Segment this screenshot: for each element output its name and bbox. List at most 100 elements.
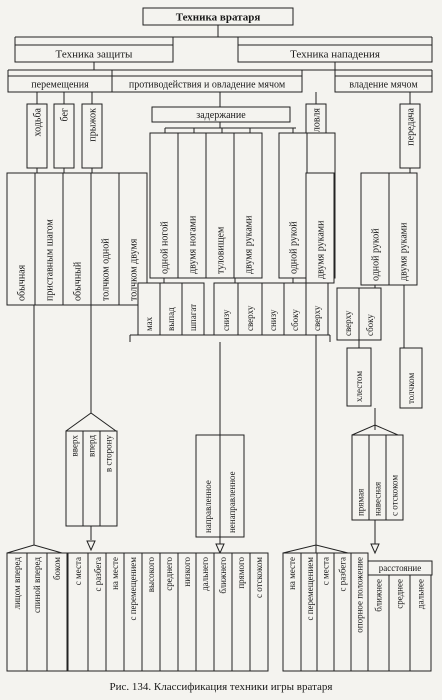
stop-method-label: двумя ногами (188, 215, 199, 274)
push-label: толчком (406, 373, 416, 404)
clench-box (346, 347, 372, 407)
catch-method-label: двумя руками (316, 220, 327, 279)
walk-dir-box (46, 552, 68, 672)
attack-label: Техника нападения (290, 48, 380, 60)
stop-condition-label: на месте (110, 557, 120, 590)
stop-condition-label: с отскоком (254, 557, 264, 598)
jump-type-box (90, 172, 120, 306)
pass-condition-label: с разбега (338, 557, 348, 591)
attack-box (237, 44, 433, 63)
distance-kind-label: дальнее (416, 579, 426, 609)
walk-box (26, 103, 48, 169)
stopping-box (151, 106, 291, 123)
distance-kind-box (409, 574, 432, 672)
jump-from-label: с места (73, 557, 83, 585)
pass-label: передача (406, 107, 417, 145)
stop-method-label: одной ногой (160, 221, 171, 274)
jump-type-label: толчком одной (101, 238, 112, 301)
one-hand-label: сверху (312, 305, 322, 331)
stop-condition-label: дальнего (200, 557, 210, 592)
arrow-head (215, 543, 225, 555)
catch-condition-label: на месте (287, 557, 297, 590)
connector-line (65, 412, 117, 432)
possession-label: владение мячом (349, 80, 418, 91)
connector-line (6, 544, 63, 554)
pass-box (399, 103, 421, 169)
title-box (142, 7, 294, 26)
counter-box (111, 75, 303, 93)
walk-type-box (6, 172, 36, 306)
distance-label: расстояние (379, 563, 421, 573)
walk-type-box (34, 172, 64, 306)
walk-dir-label: спиной вперед (32, 557, 42, 613)
stopping-label: задержание (196, 110, 246, 121)
one-hand-label: снизу (268, 309, 278, 331)
run-type-label: обычный (73, 261, 84, 301)
one-hand-label: сбоку (290, 309, 300, 331)
stop-method-label: туловищем (216, 226, 227, 274)
pass-method-label: двумя руками (399, 222, 410, 281)
catch-condition-label: с перемещением (305, 557, 315, 621)
two-hands-box (237, 282, 263, 336)
two-hands-box (213, 282, 239, 336)
figure-caption: Рис. 134. Классификация техники игры вра… (109, 681, 333, 693)
walk-label: ходьба (33, 107, 44, 136)
one-hand-box (305, 282, 329, 336)
pass-one-hand-box (358, 287, 382, 341)
walk-type-label: приставным шагом (45, 219, 56, 301)
walk-dir-label: боком (52, 557, 62, 580)
two-hands-label: сверху (245, 305, 255, 331)
defense-box (14, 44, 174, 63)
distance-kind-label: среднее (395, 579, 405, 609)
movement-label: перемещения (31, 80, 89, 91)
one-leg-label: выпад (166, 307, 176, 331)
stop-method-box (205, 132, 235, 279)
jump-box (81, 103, 103, 169)
one-leg-label: мах (144, 316, 154, 331)
pass-kind-label: прямая (356, 489, 366, 516)
jump-dir-label: вперд (87, 435, 97, 457)
counter-label: противодействия и овладение мячом (129, 80, 286, 91)
stop-method-label: двумя руками (244, 215, 255, 274)
stop-condition-label: среднего (164, 557, 174, 591)
connector-line (351, 424, 399, 436)
stop-method-box (278, 132, 308, 279)
jump-type-label: толчком двумя (129, 238, 140, 301)
stop-condition-label: низкого (182, 557, 192, 587)
walk-type-label: обычная (17, 264, 28, 301)
direction-label: направленное (203, 480, 213, 533)
pass-method-box (360, 172, 390, 286)
pass-kind-label: навесная (373, 482, 383, 516)
clench-label: хлестом (354, 371, 364, 402)
pass-kind-box (385, 434, 404, 521)
jump-label: прыжок (88, 108, 99, 142)
run-type-box (62, 172, 92, 306)
arrow-head (86, 540, 96, 552)
direction-box (195, 434, 221, 538)
one-leg-box (181, 282, 205, 336)
two-hands-label: снизу (221, 309, 231, 331)
arrow-head (370, 543, 380, 555)
jump-dir-box (99, 430, 118, 527)
stop-condition-label: высокого (146, 557, 156, 593)
jump-from-label: с разбега (93, 557, 103, 591)
direction-label: ненаправленное (227, 471, 237, 533)
walk-dir-label: лицом вперед (12, 557, 22, 610)
stop-condition-label: ближнего (218, 557, 228, 594)
jump-dir-label: в сторону (104, 435, 114, 473)
pass-one-hand-label: сбоку (365, 314, 375, 336)
jump-dir-label: вверх (70, 435, 80, 457)
stop-condition-label: прямого (236, 557, 246, 589)
one-leg-label: шпагат (188, 304, 198, 331)
pass-method-label: одной рукой (371, 228, 382, 281)
direction-box (219, 434, 245, 538)
catching-label: ловля (312, 108, 323, 133)
pass-condition-label: с места (321, 557, 331, 585)
pass-kind-label: с отскоком (390, 475, 400, 516)
run-label: бег (60, 108, 71, 122)
distance-kind-label: ближнее (374, 579, 384, 612)
pass-method-box (388, 172, 418, 286)
stop-condition-label: с перемещением (128, 557, 138, 621)
pass-one-hand-label: сверху (343, 310, 353, 336)
